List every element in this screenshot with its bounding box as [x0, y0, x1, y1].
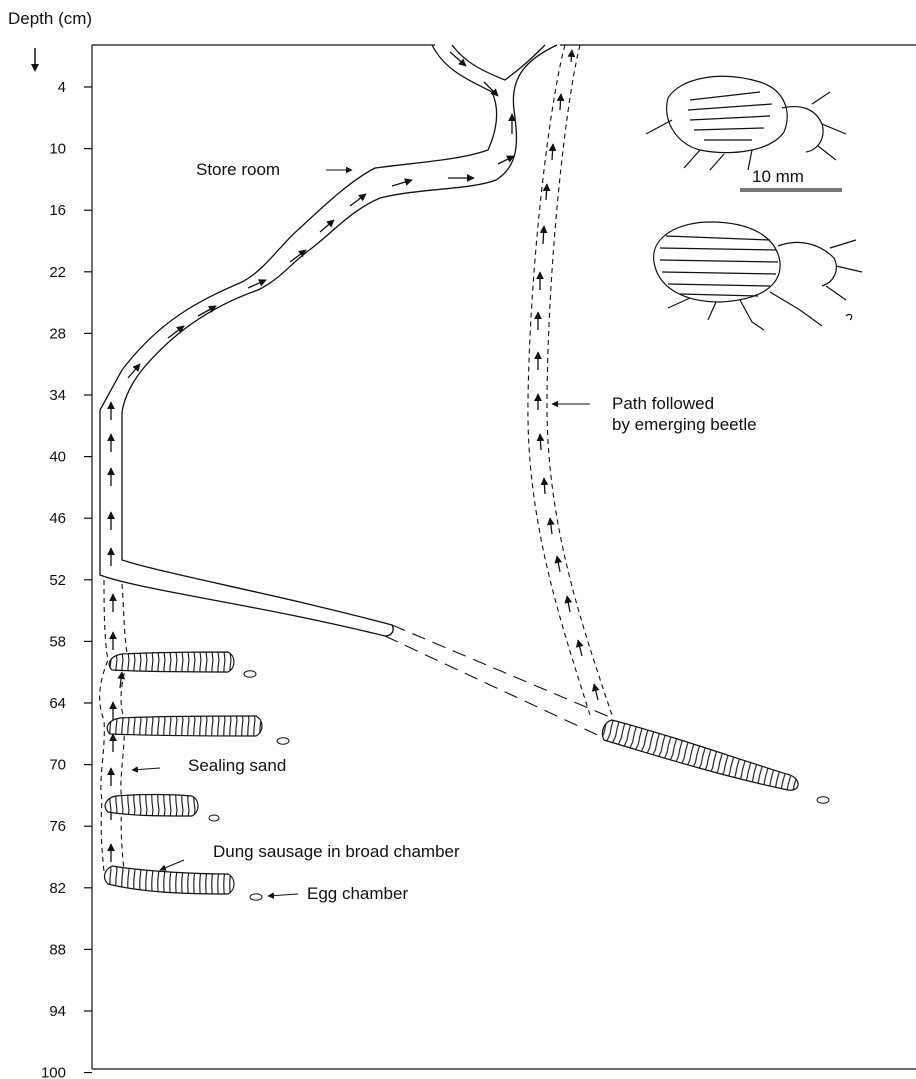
egg-chamber-right — [817, 797, 829, 803]
egg-chamber-label: Egg chamber — [307, 884, 408, 903]
y-tick-label: 34 — [49, 387, 66, 404]
y-tick-label: 88 — [49, 941, 66, 958]
emerging-path-left — [528, 45, 590, 715]
y-tick-label: 28 — [49, 325, 66, 342]
y-tick-label: 4 — [58, 79, 66, 96]
egg-chamber-2 — [277, 738, 289, 744]
entry-tunnel-left — [100, 45, 497, 636]
y-tick-label: 70 — [49, 757, 66, 774]
dung-sausage-label: Dung sausage in broad chamber — [213, 842, 460, 861]
entry-tunnel-right — [452, 45, 545, 80]
y-tick-label: 10 — [49, 141, 66, 158]
tunnel-arrows — [111, 52, 514, 566]
y-ticks: 4 10 16 22 28 34 40 46 52 58 64 70 76 82 88 94 100 — [41, 79, 92, 1079]
dung-sausage-1 — [109, 652, 234, 672]
y-tick-label: 100 — [41, 1065, 66, 1079]
emerging-path-arrows — [538, 50, 598, 700]
scale-label: 10 mm — [752, 167, 804, 186]
emerging-path-right — [547, 45, 612, 715]
dung-sausage-right — [602, 720, 798, 790]
y-tick-label: 52 — [49, 572, 66, 589]
y-tick-label: 94 — [49, 1003, 66, 1020]
dung-sausage-4 — [105, 866, 234, 894]
y-tick-label: 58 — [49, 633, 66, 650]
path-label-2: by emerging beetle — [612, 415, 757, 434]
y-tick-label: 64 — [49, 695, 66, 712]
y-tick-label: 76 — [49, 818, 66, 835]
dashed-tunnel-bottom — [385, 636, 604, 738]
egg-chamber-1 — [244, 671, 256, 677]
dung-sausage-2 — [107, 716, 262, 736]
beetle-top-view-icon — [654, 222, 862, 330]
egg-chamber-3 — [209, 815, 219, 821]
y-tick-label: 22 — [49, 264, 66, 281]
sealing-sand-label: Sealing sand — [188, 756, 286, 775]
y-tick-label: 46 — [49, 510, 66, 527]
store-room-label: Store room — [196, 160, 280, 179]
store-room-tunnel-inner — [122, 45, 557, 636]
sealing-column-left — [100, 580, 108, 872]
path-label-1: Path followed — [612, 394, 714, 413]
y-tick-label: 82 — [49, 880, 66, 897]
axis-title: Depth (cm) — [8, 9, 92, 28]
beetle-side-view-icon — [646, 76, 846, 170]
dashed-tunnel-top — [392, 625, 612, 718]
dung-sausage-3 — [105, 795, 198, 817]
y-tick-label: 40 — [49, 449, 66, 466]
egg-chamber-4 — [250, 894, 262, 900]
y-tick-label: 16 — [49, 202, 66, 219]
